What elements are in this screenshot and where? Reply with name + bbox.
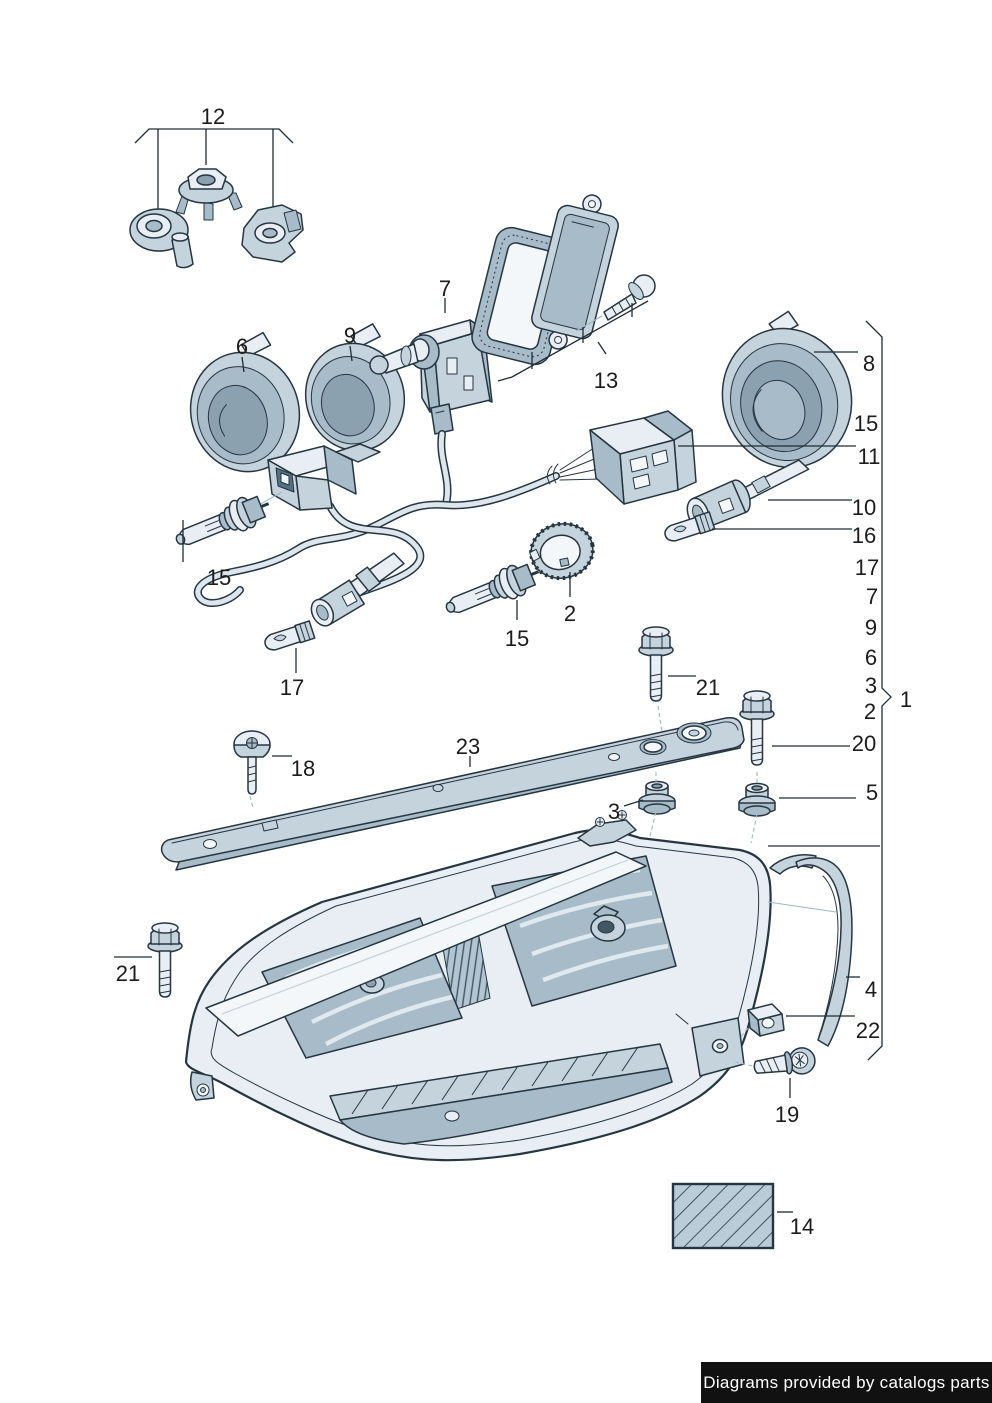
part-label-15-column: 15 xyxy=(853,411,879,436)
part-18-screw xyxy=(233,730,271,795)
group-bracket-1 xyxy=(678,320,892,1061)
part-21-bolt-top xyxy=(638,626,674,702)
part-label-5: 5 xyxy=(865,780,879,805)
part-headlight-housing xyxy=(184,810,772,1162)
part-label-9-column: 9 xyxy=(864,615,878,640)
part-7-leveling-motor xyxy=(369,298,493,508)
harness-bulb-holder xyxy=(310,552,405,627)
part-8-cap xyxy=(721,310,853,469)
part-label-7: 7 xyxy=(438,276,452,301)
part-label-17-left: 17 xyxy=(279,675,305,700)
part-label-17-column: 17 xyxy=(854,555,880,580)
part-label-10: 10 xyxy=(851,495,877,520)
part-label-6-column: 6 xyxy=(864,645,878,670)
part-label-15-mid: 15 xyxy=(504,626,530,651)
part-3-nut xyxy=(638,780,676,815)
part-6-cap xyxy=(189,331,301,473)
part-label-13: 13 xyxy=(593,368,619,393)
retainer-right xyxy=(241,204,304,263)
part-15-bulb-left xyxy=(169,487,277,558)
part-label-11: 11 xyxy=(857,444,881,469)
part-14-hatched-box xyxy=(671,1182,775,1250)
part-label-7-column: 7 xyxy=(865,584,879,609)
part-label-2: 2 xyxy=(563,601,577,626)
part-label-15-left: 15 xyxy=(206,565,232,590)
part-12-retainer-set xyxy=(129,128,304,269)
part-label-3: 3 xyxy=(607,799,621,824)
part-17-bulb-left xyxy=(261,620,316,654)
part-label-18: 18 xyxy=(290,756,316,781)
part-19-screw xyxy=(735,1047,816,1075)
harness-socket-connector xyxy=(267,443,381,511)
part-4-trim-strip xyxy=(767,854,853,1047)
part-11-wiring-harness xyxy=(193,410,697,627)
footer-credit-text: Diagrams provided by catalogs parts xyxy=(703,1372,990,1392)
part-13-screw xyxy=(575,274,656,332)
part-label-6: 6 xyxy=(235,334,249,359)
part-20-bolt xyxy=(739,690,775,766)
part-label-12: 12 xyxy=(200,104,226,129)
part-21-bolt-left xyxy=(147,922,183,998)
part-5-nut xyxy=(738,782,776,817)
part-label-20: 20 xyxy=(851,731,877,756)
part-label-9: 9 xyxy=(343,323,357,348)
part-15-bulb-mid xyxy=(439,555,547,626)
part-label-3-column: 3 xyxy=(864,673,878,698)
retainer-left xyxy=(129,208,194,269)
part-label-2-column: 2 xyxy=(863,699,877,724)
retainer-centre xyxy=(175,168,243,221)
part-label-1-assembly: 1 xyxy=(899,687,913,712)
part-label-19: 19 xyxy=(774,1102,800,1127)
part-label-23: 23 xyxy=(455,734,481,759)
part-label-8: 8 xyxy=(862,351,876,376)
part-22-clip xyxy=(747,1003,785,1037)
part-label-22: 22 xyxy=(855,1018,881,1043)
part-13-cover-set xyxy=(471,194,656,382)
part-23-mounting-strip xyxy=(160,716,745,871)
footer-credit-bar: Diagrams provided by catalogs parts xyxy=(701,1362,992,1403)
part-2-retaining-ring xyxy=(529,521,595,581)
part-label-21-left: 21 xyxy=(115,961,141,986)
part-label-21-top: 21 xyxy=(695,675,721,700)
part-label-14: 14 xyxy=(789,1214,815,1239)
part-label-16: 16 xyxy=(851,523,877,548)
part-label-4: 4 xyxy=(864,977,878,1002)
